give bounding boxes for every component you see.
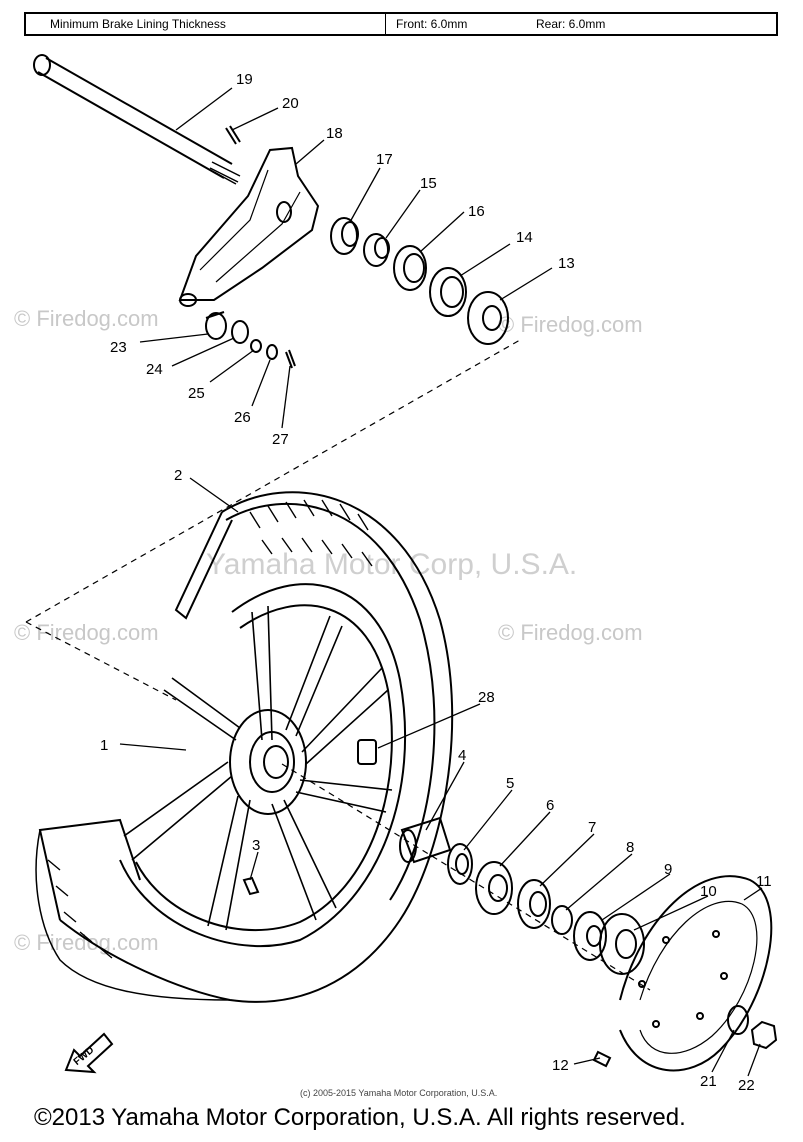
callout-11: 11 [756,873,772,890]
rim-part [119,583,407,948]
bracket-part [178,146,320,301]
washer-part [727,1005,749,1035]
callout-7: 7 [588,819,596,836]
copyright-footer: ©2013 Yamaha Motor Corporation, U.S.A. A… [34,1104,686,1131]
callout-20: 20 [282,95,299,112]
callout-23: 23 [110,339,127,356]
collar-part [205,312,227,340]
callout-8: 8 [626,839,634,856]
callout-3: 3 [252,837,260,854]
callout-6: 6 [546,797,554,814]
callout-12: 12 [552,1057,569,1074]
callout-14: 14 [516,229,533,246]
callout-9: 9 [664,861,672,878]
watermark-firedog: © Firedog.com [14,306,159,331]
spec-label: Minimum Brake Lining Thickness [26,14,386,34]
nut-part [750,1020,778,1050]
callout-16: 16 [468,203,485,220]
bearing-stack-lower [399,816,645,975]
callout-2: 2 [174,467,182,484]
spec-rear: Rear: 6.0mm [536,17,606,31]
watermark-firedog: © Firedog.com [14,620,159,645]
callout-28: 28 [478,689,495,706]
watermark-firedog: © Firedog.com [14,930,159,955]
brake-disc-part [619,875,773,1072]
spoke-set [123,605,393,931]
callout-18: 18 [326,125,343,142]
callout-15: 15 [420,175,437,192]
callout-27: 27 [272,431,289,448]
fwd-arrow-icon [64,1032,114,1074]
callout-24: 24 [146,361,163,378]
tire-part [35,491,454,1003]
callout-26: 26 [234,409,251,426]
callout-4: 4 [458,747,466,764]
callout-13: 13 [558,255,575,272]
bearing-stack-upper [330,217,509,345]
watermark-firedog: © Firedog.com [498,620,643,645]
callout-17: 17 [376,151,393,168]
callout-22: 22 [738,1077,755,1094]
cotter-pin-part [225,125,241,145]
callout-21: 21 [700,1073,717,1090]
fwd-label: FWD [72,1045,97,1068]
callout-19: 19 [236,71,253,88]
valve-part [242,876,260,896]
brake-spec-bar: Minimum Brake Lining Thickness Front: 6.… [24,12,778,36]
callout-5: 5 [506,775,514,792]
bolt-part [592,1050,612,1068]
watermark-yamaha: Yamaha Motor Corp, U.S.A. [206,548,578,581]
axle-part [33,54,241,185]
balance-weight-part [357,739,377,765]
leader-lines [119,87,763,1077]
watermark-firedog: © Firedog.com [498,312,643,337]
hub-part [229,709,307,815]
source-note: (c) 2005-2015 Yamaha Motor Corporation, … [300,1088,498,1098]
spec-front: Front: 6.0mm [396,17,468,31]
callout-numbers: 19 20 18 17 15 16 14 13 23 24 25 26 27 2… [72,71,772,1094]
callout-25: 25 [188,385,205,402]
callout-10: 10 [700,883,717,900]
callout-1: 1 [100,737,108,754]
